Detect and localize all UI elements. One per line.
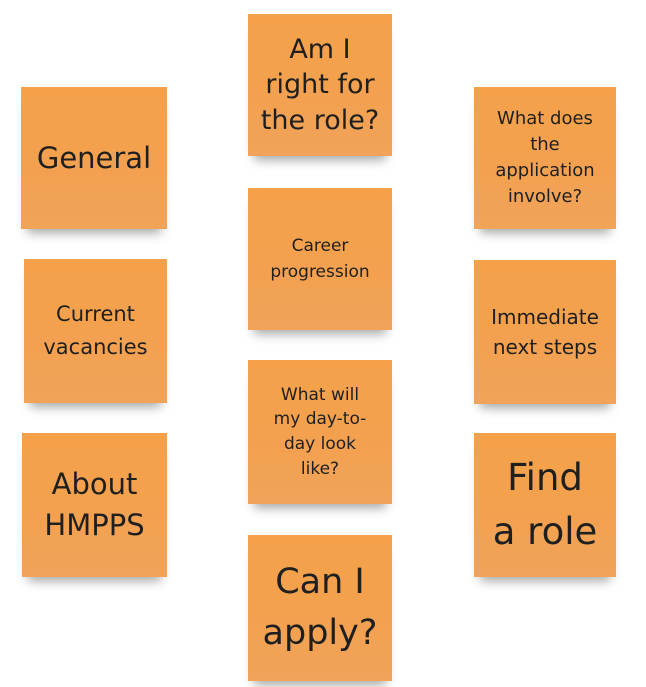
sticky-note-career-progression[interactable]: Career progression	[248, 188, 392, 330]
sticky-note-text: Find a role	[492, 456, 598, 553]
sticky-note-current-vacancies[interactable]: Current vacancies	[24, 259, 167, 403]
sticky-note-text: What will my day-to- day look like?	[273, 384, 367, 479]
sticky-note-text: Can I apply?	[262, 562, 378, 653]
sticky-note-general[interactable]: General	[21, 87, 167, 229]
sticky-note-can-i-apply[interactable]: Can I apply?	[248, 535, 392, 681]
sticky-note-about-hmpps[interactable]: About HMPPS	[22, 433, 167, 577]
sticky-note-text: About HMPPS	[44, 467, 145, 542]
sticky-note-am-i-right-for-the-role[interactable]: Am I right for the role?	[248, 14, 392, 156]
sticky-note-find-a-role[interactable]: Find a role	[474, 433, 616, 577]
sticky-note-text: What does the application involve?	[495, 107, 595, 208]
sticky-note-text: Am I right for the role?	[260, 34, 380, 136]
sticky-note-text: Immediate next steps	[491, 305, 599, 359]
sticky-note-text: General	[36, 140, 152, 175]
sticky-note-application-involve[interactable]: What does the application involve?	[474, 87, 616, 229]
sticky-note-text: Career progression	[270, 235, 370, 282]
sticky-note-text: Current vacancies	[43, 302, 148, 359]
sticky-note-day-to-day[interactable]: What will my day-to- day look like?	[248, 360, 392, 504]
sticky-note-immediate-next-steps[interactable]: Immediate next steps	[474, 260, 616, 404]
